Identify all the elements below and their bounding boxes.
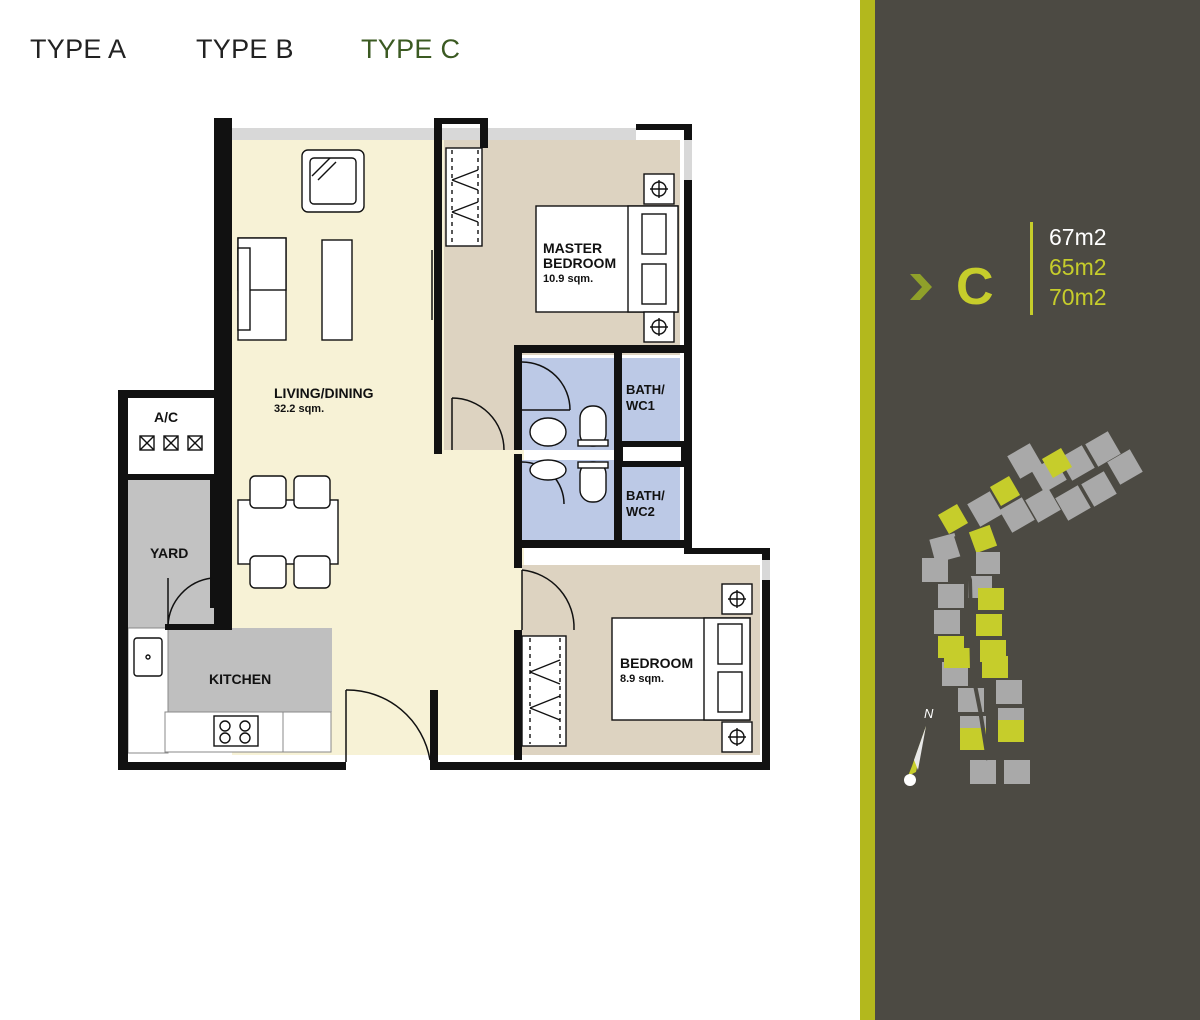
bath-fixtures <box>529 405 609 503</box>
bedroom-bed <box>611 583 753 753</box>
site-plan-blocks <box>922 431 1143 784</box>
site-plan-map: N <box>904 431 1143 786</box>
kitchen-fixtures <box>133 637 259 747</box>
bath2-label-1: BATH/ <box>626 488 665 503</box>
kitchen-floor <box>165 628 332 712</box>
tab-type-a[interactable]: TYPE A <box>30 34 127 64</box>
window-bedroom <box>762 560 770 580</box>
unit-area-2: 65m2 <box>1049 254 1107 280</box>
type-divider <box>1030 222 1033 315</box>
master-bedroom-area: 10.9 sqm. <box>543 273 593 285</box>
ac-units <box>139 435 203 451</box>
doors <box>167 250 575 762</box>
master-bed <box>535 173 679 343</box>
living-furniture <box>237 149 365 341</box>
unit-info-sidebar: C 67m2 65m2 70m2 <box>860 0 1200 1020</box>
bath-separator <box>617 441 687 467</box>
ac-label: A/C <box>154 409 178 425</box>
living-dining-label: LIVING/DINING <box>274 385 374 401</box>
wardrobe-master <box>445 147 483 247</box>
unit-type-letter: C <box>956 258 994 316</box>
kitchen-fridge <box>282 711 332 753</box>
chevron-right-icon <box>910 274 932 300</box>
window-master <box>684 140 692 180</box>
north-compass-icon: N <box>904 706 934 786</box>
floor-plan-area: MASTER BEDROOM 10.9 sqm. LIVING/DINING 3… <box>118 118 770 770</box>
bath1-label-2: WC1 <box>626 398 655 413</box>
tab-type-b[interactable]: TYPE B <box>196 34 294 64</box>
bath1-label-1: BATH/ <box>626 382 665 397</box>
dining-set <box>237 475 339 589</box>
living-dining-area: 32.2 sqm. <box>274 403 324 415</box>
tab-type-c[interactable]: TYPE C <box>361 34 461 64</box>
bath2-label-2: WC2 <box>626 504 655 519</box>
kitchen-label: KITCHEN <box>209 671 271 687</box>
wardrobe-bedroom <box>521 635 567 747</box>
master-bedroom-alcove-floor <box>444 355 516 450</box>
floor-plan-drawing: MASTER BEDROOM 10.9 sqm. LIVING/DINING 3… <box>118 118 770 770</box>
bedroom-area: 8.9 sqm. <box>620 673 664 685</box>
compass-north-label: N <box>924 706 934 721</box>
unit-area-list: 67m2 65m2 70m2 <box>1049 222 1107 312</box>
sidebar-accent-bar <box>860 0 875 1020</box>
master-bedroom-label-1: MASTER <box>543 240 602 256</box>
bedroom-label: BEDROOM <box>620 655 693 671</box>
unit-area-3: 70m2 <box>1049 284 1107 310</box>
unit-area-1: 67m2 <box>1049 224 1107 250</box>
master-bedroom-label-2: BEDROOM <box>543 255 616 271</box>
yard-label: YARD <box>150 545 188 561</box>
corridor-floor <box>444 448 524 558</box>
